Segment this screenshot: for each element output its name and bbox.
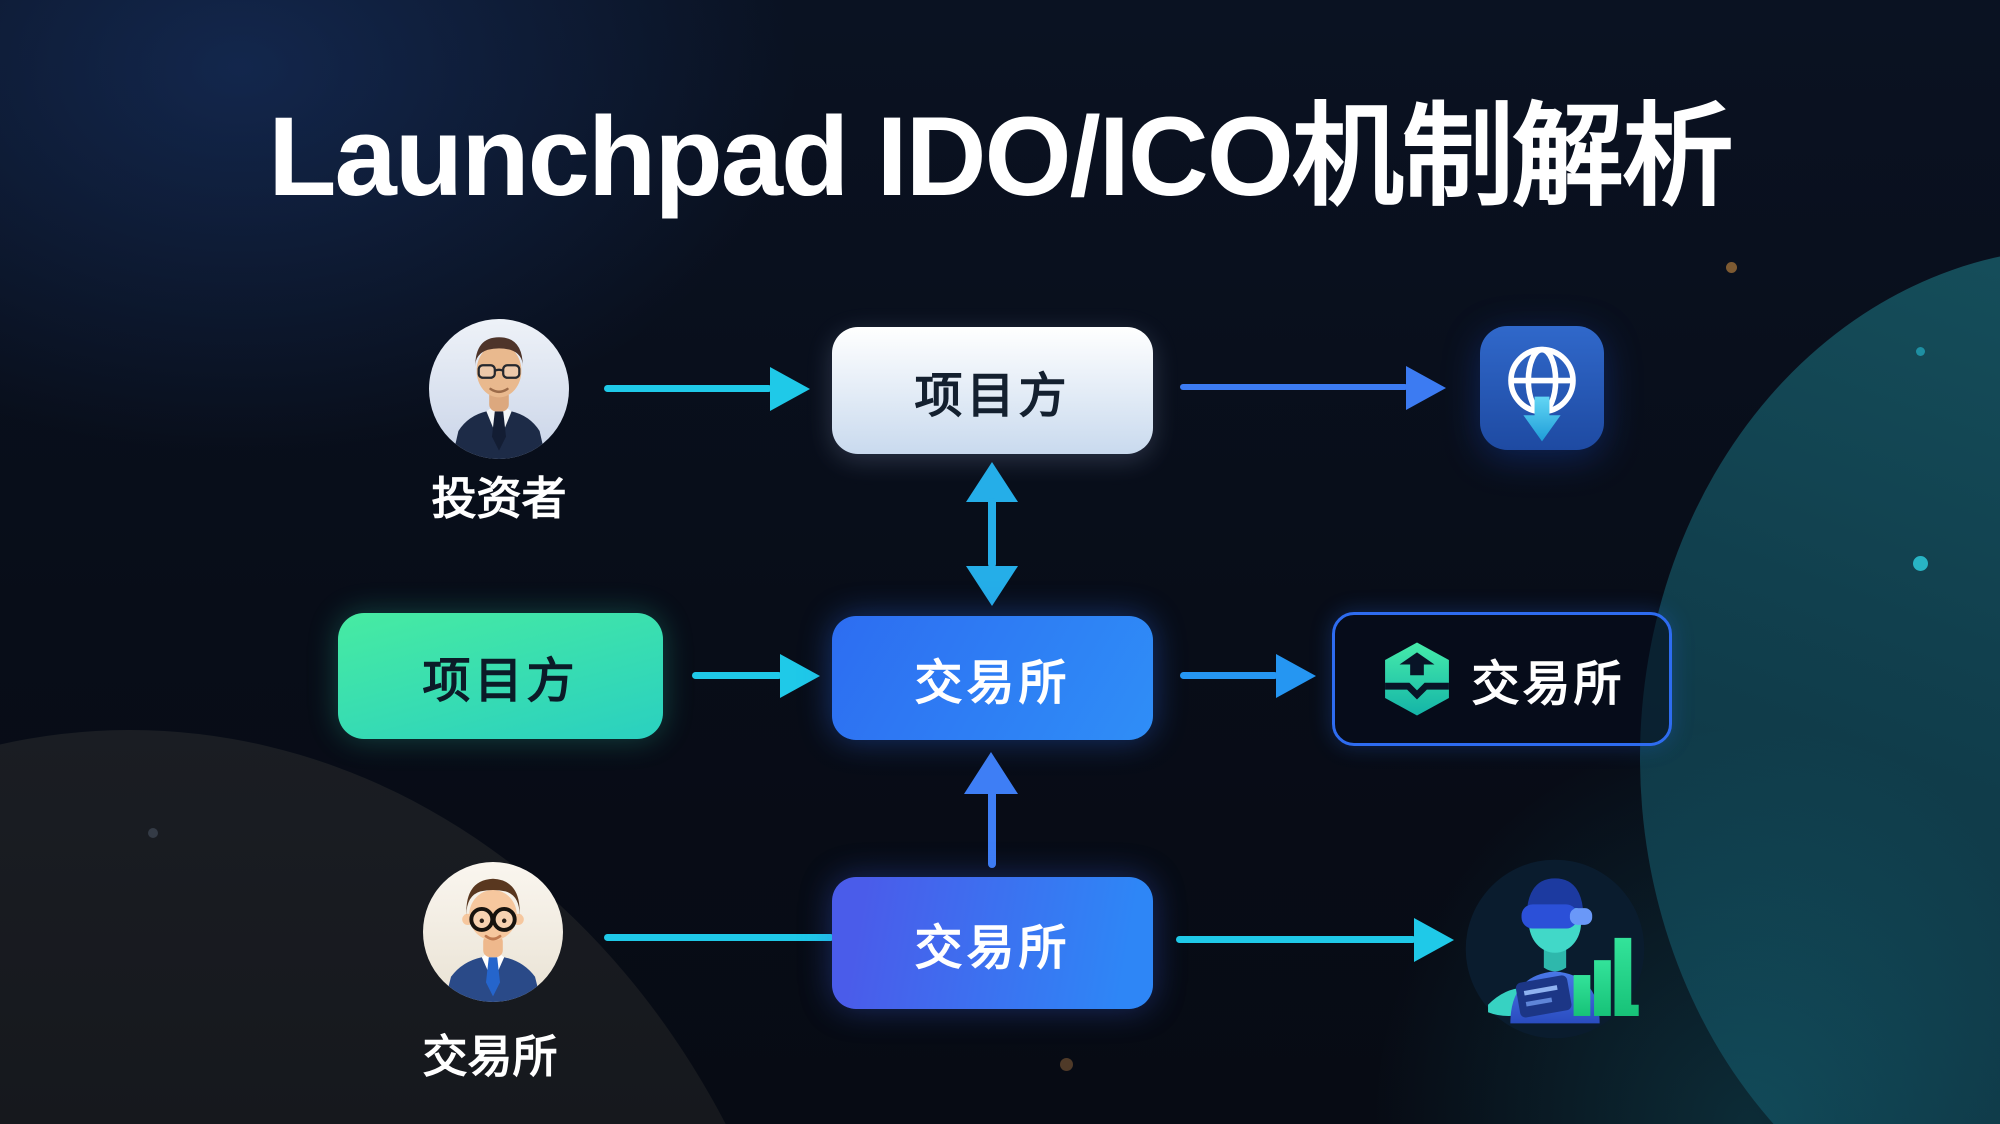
- node-project-top-label: 项目方: [914, 369, 1071, 423]
- decor-dot-brown: [1060, 1058, 1073, 1071]
- arrow-bidirectional-line: [988, 498, 996, 568]
- arrow-bidirectional-head-down: [966, 566, 1018, 606]
- node-exchange-bottom: 交易所: [832, 877, 1153, 1009]
- node-exchange-bottom-label: 交易所: [914, 922, 1071, 975]
- exchange-avatar-icon: [423, 862, 563, 1002]
- arrow-project-to-globe-head: [1406, 366, 1446, 410]
- exchange-avatar-label: 交易所: [422, 1031, 558, 1082]
- arrow-project-to-globe-line: [1180, 384, 1408, 390]
- arrow-exchange-to-analyst-line: [1176, 936, 1416, 943]
- arrow-exchange-to-listed-head: [1276, 654, 1316, 698]
- page-title: Launchpad IDO/ICO机制解析: [268, 94, 1734, 219]
- arrow-exchange-to-listed-line: [1180, 672, 1278, 679]
- arrow-bottom-to-mid-head: [964, 752, 1018, 794]
- decor-dot-cyan-small: [1916, 347, 1925, 356]
- node-project-green: 项目方: [338, 613, 663, 739]
- node-exchange-listed-label: 交易所: [1471, 658, 1625, 711]
- decor-dot-orange: [1726, 262, 1737, 273]
- arrow-bottom-to-mid-line: [988, 790, 996, 868]
- investor-avatar-icon: [429, 319, 569, 459]
- arrow-bidirectional-head-up: [966, 462, 1018, 502]
- decor-dot-gray: [148, 828, 158, 838]
- exchange-cube-logo-icon: [1379, 641, 1455, 717]
- node-exchange-mid-label: 交易所: [914, 657, 1071, 710]
- investor-label: 投资者: [431, 473, 567, 524]
- decor-dot-cyan-large: [1913, 556, 1928, 571]
- arrow-green-to-exchange-head: [780, 654, 820, 698]
- arrow-investor-to-project-line: [604, 385, 772, 392]
- background-glow: [1340, 690, 2000, 1124]
- node-exchange-mid: 交易所: [832, 616, 1153, 740]
- arrow-investor-to-project-head: [770, 367, 810, 411]
- arrow-exchange-to-analyst-head: [1414, 918, 1454, 962]
- vr-analyst-chart-icon: [1462, 856, 1648, 1042]
- arrow-green-to-exchange-line: [692, 672, 782, 679]
- globe-download-icon: [1480, 326, 1604, 450]
- arrow-avatar-to-exchange-line: [604, 934, 834, 941]
- node-project-top: 项目方: [832, 327, 1153, 454]
- node-project-green-label: 项目方: [422, 655, 579, 708]
- node-exchange-listed: 交易所: [1332, 612, 1672, 746]
